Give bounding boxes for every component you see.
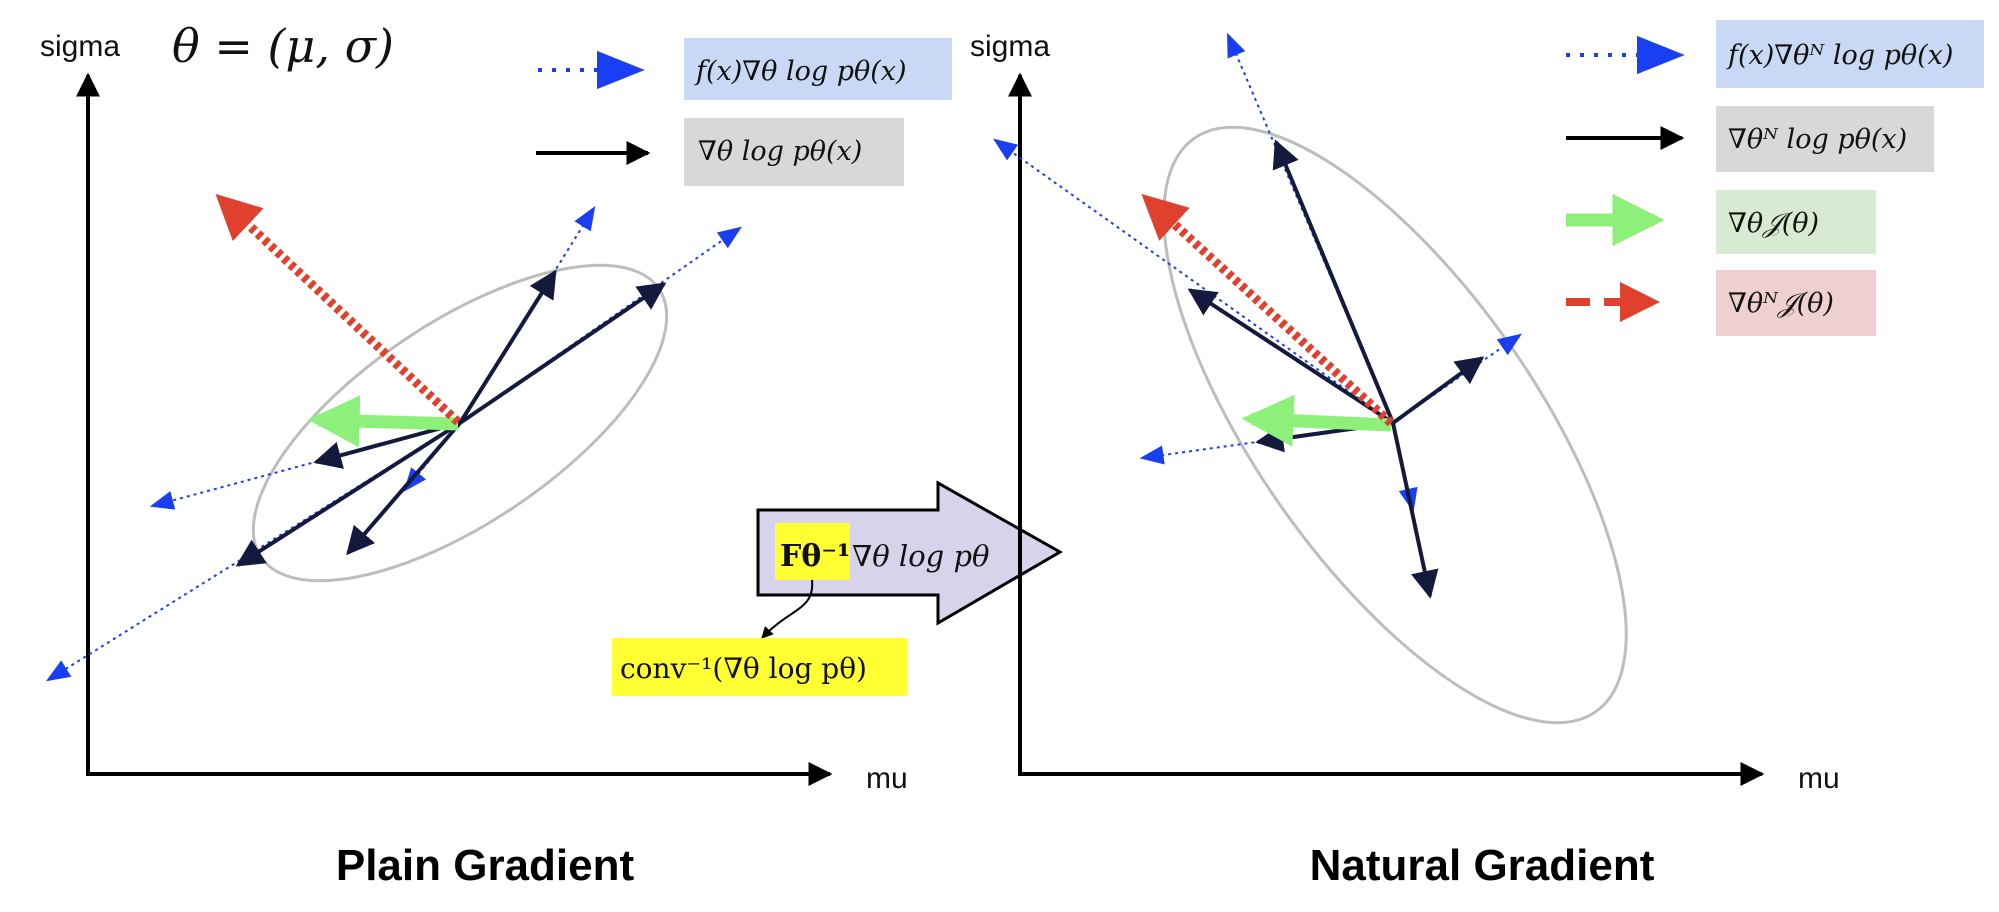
legend-text-weighted-natgrad: f(x)∇θᴺ log pθ(x): [1726, 40, 1953, 71]
transform-arrow: [756, 480, 1064, 626]
legend-box-weighted-grad: [684, 38, 952, 100]
inverse-covariance-note-box: [612, 638, 907, 696]
legend-box-expected-grad: [1716, 190, 1876, 254]
left-x-axis-label: mu: [866, 762, 908, 795]
legend-box-weighted-natgrad: [1716, 20, 1984, 88]
left-caption: Plain Gradient: [336, 841, 635, 890]
left-sample-gradient-4: [235, 421, 462, 567]
legend-box-natural-expected-grad: [1716, 270, 1876, 336]
right-sample-gradient-1: [1272, 139, 1395, 424]
right-caption: Natural Gradient: [1310, 841, 1655, 890]
fisher-inverse-highlight: [775, 523, 850, 580]
fisher-note-connector: [761, 579, 814, 639]
left-sample-gradients: [235, 269, 667, 567]
legend-text-natural-expected-grad: ∇θᴺ𝒥(θ): [1728, 288, 1834, 319]
left-sample-gradient-2: [458, 269, 557, 425]
right-x-axis-label: mu: [1798, 762, 1840, 795]
legend-text-natgrad: ∇θᴺ log pθ(x): [1728, 124, 1907, 155]
left-natural-gradient-arrow: [215, 193, 462, 426]
left-panel: sigma mu θ = (μ, σ) f(x)∇θ log p: [40, 19, 952, 890]
legend-box-natgrad: [1716, 106, 1934, 172]
right-expected-gradient-arrow: [1241, 394, 1392, 447]
left-expected-gradient-arrow: [307, 395, 459, 448]
right-sample-gradient-4: [1391, 356, 1485, 425]
fisher-inverse-text: Fθ⁻¹: [780, 539, 850, 574]
right-weighted-sample-2: [993, 138, 1394, 424]
inverse-covariance-note: conv⁻¹(∇θ log pθ): [620, 652, 867, 685]
right-weighted-samples: [993, 32, 1522, 513]
left-sample-gradient-1: [458, 282, 667, 425]
legend-text-expected-grad: ∇θ𝒥(θ): [1728, 208, 1819, 239]
right-sample-gradient-2: [1187, 288, 1395, 425]
right-panel: sigma mu f(x)∇θᴺ log pθ(x): [970, 20, 1984, 890]
legend-box-log-grad: [684, 118, 904, 186]
legend-text-log-grad: ∇θ log pθ(x): [698, 136, 862, 167]
right-legend: f(x)∇θᴺ log pθ(x) ∇θᴺ log pθ(x) ∇θ𝒥(θ) ∇…: [1566, 20, 1984, 336]
left-sample-gradient-5: [346, 421, 462, 556]
transformed-gradient-text: ∇θ log pθ: [852, 539, 989, 573]
left-y-axis-label: sigma: [40, 30, 120, 63]
left-weighted-samples: [45, 205, 742, 682]
right-sample-gradient-5: [1391, 422, 1439, 599]
right-sample-gradients: [1187, 139, 1485, 599]
transform-arrow-group: Fθ⁻¹ ∇θ log pθ conv⁻¹(∇θ log pθ): [612, 480, 1064, 696]
legend-text-weighted-grad: f(x)∇θ log pθ(x): [694, 56, 907, 87]
left-legend: f(x)∇θ log pθ(x) ∇θ log pθ(x): [536, 38, 952, 186]
right-natural-gradient-arrow: [1141, 193, 1395, 427]
right-y-axis-label: sigma: [970, 30, 1050, 63]
theta-definition: θ = (μ, σ): [172, 19, 394, 73]
